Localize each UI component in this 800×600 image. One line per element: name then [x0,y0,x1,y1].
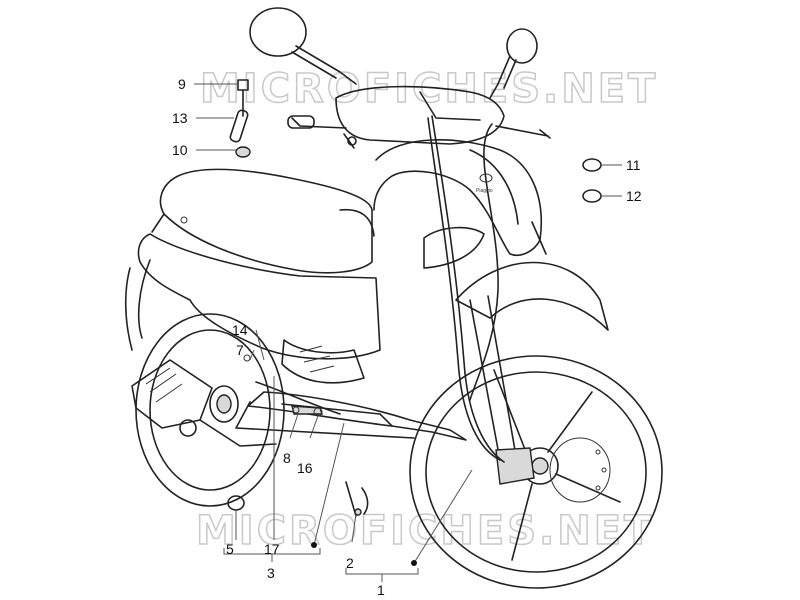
callout-11: 11 [626,157,641,173]
callout-13: 13 [172,110,188,126]
handlebar [287,85,551,149]
front-fork [469,295,535,485]
left-mirror [249,7,357,85]
brake-cables [255,115,505,463]
callout-14: 14 [232,322,248,338]
nut-10 [235,146,251,158]
callout-12: 12 [626,188,642,204]
leader-lines [194,83,622,582]
brand-badge: Piaggio [476,188,493,194]
callout-17: 17 [264,541,280,557]
hardware-8 [292,406,300,414]
callout-1: 1 [377,582,385,598]
callout-8: 8 [283,450,291,466]
sleeve-13 [229,109,249,143]
scooter-illustration: Piaggio [124,7,663,589]
right-mirror [489,28,538,99]
front-fender [455,261,609,331]
rear-wheel [135,313,285,507]
callout-16: 16 [297,460,313,476]
callout-3: 3 [267,565,275,581]
callout-10: 10 [172,142,188,158]
circlip-11 [582,158,602,172]
seat [151,168,375,274]
callouts: 9 13 10 11 12 14 7 8 16 5 17 3 2 1 [172,76,642,598]
callout-7: 7 [236,342,244,358]
front-shield: Piaggio [373,139,547,269]
bolt-9 [237,79,249,117]
hardware-7 [243,354,251,362]
watermark-bottom: MICROFICHES.NET [196,508,654,554]
callout-5: 5 [226,541,234,557]
muffler [131,359,277,447]
circlip-12 [582,189,602,203]
callout-2: 2 [346,555,354,571]
floorboard [235,391,467,441]
callout-9: 9 [178,76,186,92]
watermark-top: MICROFICHES.NET [200,66,658,112]
cable-fitting-2 [345,481,369,517]
rear-body [124,233,381,384]
